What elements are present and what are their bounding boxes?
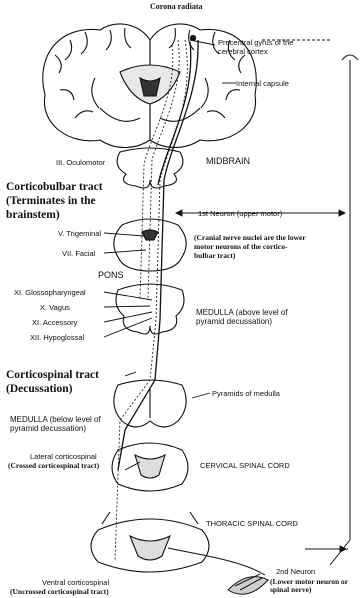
thoracic-spinal-cord-label: THORACIC SPINAL CORD [206, 519, 298, 528]
cranial-nerve-nuclei-note: (Cranial nerve nuclei are the lower moto… [194, 233, 306, 260]
cervical-spinal-cord-label: CERVICAL SPINAL CORD [200, 461, 290, 470]
precentral-gyrus-label: Precentral gyrus of the cerebral cortex [218, 38, 318, 56]
muscle-icon [228, 574, 268, 594]
corticobulbar-tract-label: Corticobulbar tract (Terminates in the b… [6, 180, 141, 222]
lateral-corticospinal-label: Lateral corticospinal [30, 452, 97, 461]
corticospinal-decussation-label: Corticospinal tract (Decussation) [6, 368, 136, 396]
upper-medulla-section [116, 284, 184, 334]
vagus-label: X. Vagus [40, 303, 70, 312]
first-neuron-label: 1st Neuron (upper motor) [198, 209, 282, 218]
oculomotor-label: III. Oculomotor [56, 158, 105, 167]
uncrossed-corticospinal-note: (Uncrossed corticospinal tract) [10, 587, 109, 596]
trigeminal-label: V. Trigeminal [58, 229, 101, 238]
pyramids-of-medulla-label: Pyramids of medulla [212, 389, 280, 398]
midbrain-label: MIDBRAIN [206, 156, 250, 167]
ventral-corticospinal-label: Ventral corticospinal [42, 578, 109, 587]
cervical-cord-section [112, 443, 188, 491]
hypoglossal-label: XII. Hypoglossal [30, 333, 84, 342]
accessory-label: XI. Accessory [32, 318, 77, 327]
medulla-above-label: MEDULLA (above level of pyramid decussat… [196, 308, 306, 326]
internal-capsule-label: Internal capsule [236, 79, 289, 88]
crossed-corticospinal-note: (Crossed corticospinal tract) [8, 461, 108, 470]
second-neuron-label: 2nd Neuron [276, 567, 315, 576]
thoracic-cord-section [91, 512, 209, 572]
corona-radiata-label: Corona radiata [150, 2, 203, 11]
lower-motor-neuron-note: (Lower motor neuron or spinal nerve) [270, 578, 362, 594]
facial-label: VII. Facial [62, 249, 95, 258]
medulla-below-label: MEDULLA (below level of pyramid decussat… [10, 415, 114, 433]
glossopharyngeal-label: XI. Glossopharyngeal [14, 288, 86, 297]
pons-label: PONS [98, 270, 124, 281]
